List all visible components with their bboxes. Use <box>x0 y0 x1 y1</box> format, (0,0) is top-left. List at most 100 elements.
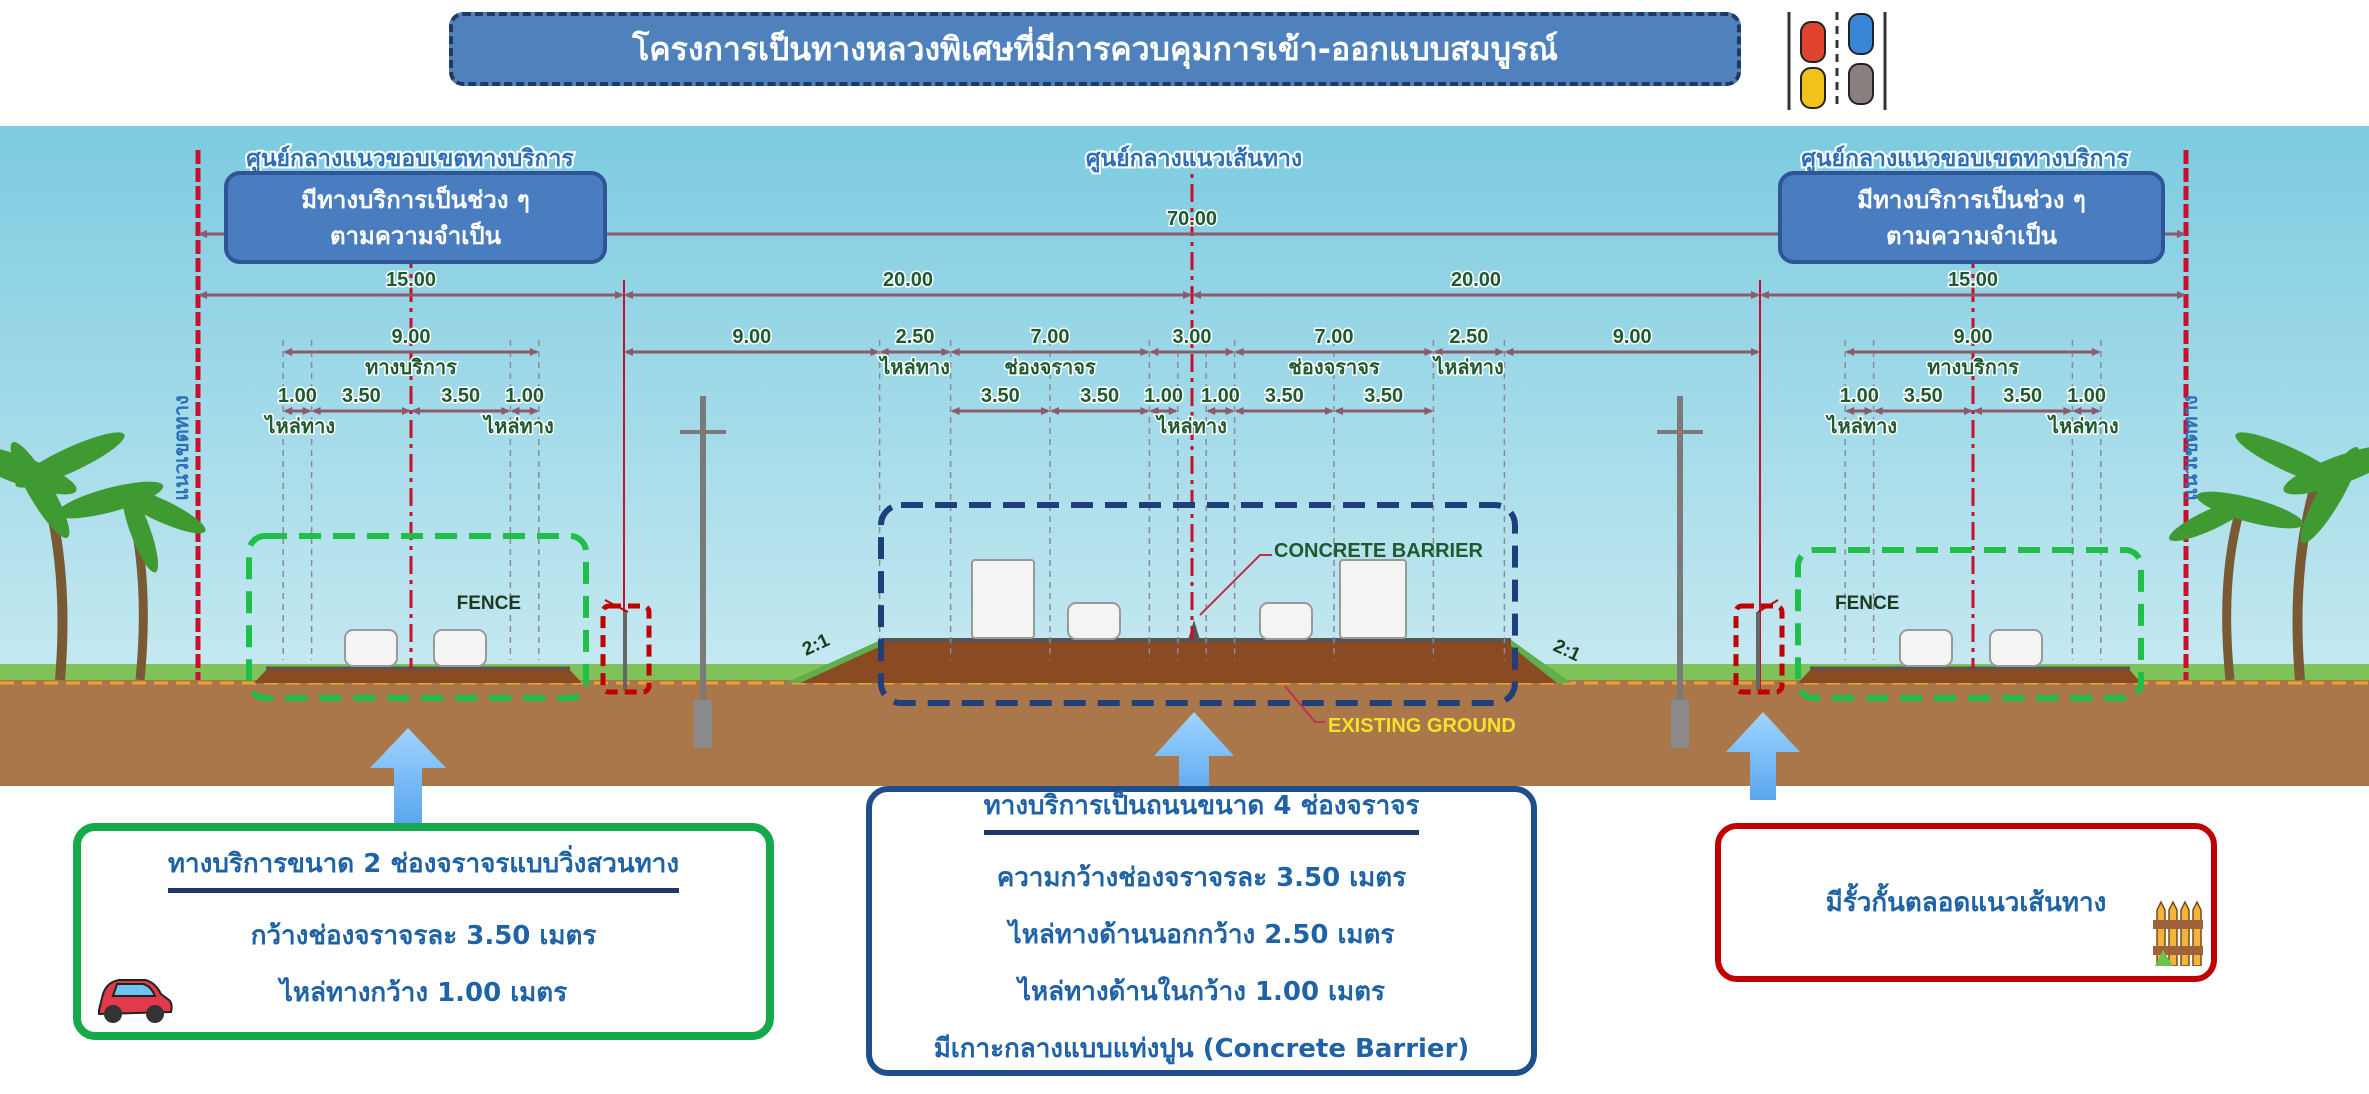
info-line: มีเกาะกลางแบบแท่งปูน (Concrete Barrier) <box>933 1034 1470 1064</box>
info-line: ไหล่ทางกว้าง 1.00 เมตร <box>279 977 568 1008</box>
section-dimension-value: 20.00 <box>1451 269 1501 291</box>
dimension-arrowhead <box>510 407 539 415</box>
right-service-centerline-label: ศูนย์กลางแนวขอบเขตทางบริการ <box>1801 145 2129 173</box>
dimension-label: ทางบริการ <box>365 357 457 379</box>
light-pole-left <box>680 396 726 748</box>
note-line: มีทางบริการเป็นช่วง ๆ <box>301 185 530 214</box>
total-width-dimension-value: 70.00 <box>1167 208 1217 230</box>
lane-dimension-value: 3.50 <box>1364 385 1403 407</box>
car <box>1989 629 2043 667</box>
section-dimension-value: 15.00 <box>1948 269 1998 291</box>
truck <box>971 559 1035 639</box>
lane-dimension-value: 3.50 <box>981 385 1020 407</box>
left-service-centerline-label: ศูนย์กลางแนวขอบเขตทางบริการ <box>246 145 574 173</box>
dimension-label: ไหล่ทาง <box>878 355 950 379</box>
truck <box>1339 559 1407 639</box>
dimension-arrowhead <box>283 407 312 415</box>
arrow-up-icon <box>370 728 446 823</box>
lane-dimension-value: 1.00 <box>1840 385 1879 407</box>
car <box>1899 629 1953 667</box>
right-service-road-embankment <box>1798 668 2141 683</box>
right-of-way-label-right: แนวเขตทาง <box>2180 395 2202 500</box>
info-line: มีรั้วกั้นตลอดแนวเส้นทาง <box>1825 888 2107 918</box>
service-road-info-box: ทางบริการขนาด 2 ช่องจราจรแบบวิ่งสวนทาง ก… <box>73 823 774 1040</box>
dimension-label: ไหล่ทาง <box>1825 414 1897 438</box>
road-centerline-label: ศูนย์กลางแนวเส้นทาง <box>1086 145 1302 173</box>
lane-dimension-value: 3.50 <box>1080 385 1119 407</box>
dimension-label: ไหล่ทาง <box>1432 355 1504 379</box>
main-road-embankment <box>786 640 1571 683</box>
component-dimension-value: 9.00 <box>1954 326 1993 348</box>
note-line: มีทางบริการเป็นช่วง ๆ <box>1857 185 2086 214</box>
dimension-label: ไหล่ทาง <box>2047 414 2119 438</box>
section-dimension-value: 15.00 <box>386 269 436 291</box>
lane-dimension-value: 3.50 <box>1265 385 1304 407</box>
component-dimension-value: 3.00 <box>1173 326 1212 348</box>
main-road-info-box: ทางบริการเป็นถนนขนาด 4 ช่องจราจร ความกว้… <box>866 786 1537 1076</box>
car <box>344 629 398 667</box>
info-line: กว้างช่องจราจรละ 3.50 เมตร <box>250 920 597 951</box>
lane-dimension-value: 3.50 <box>441 385 480 407</box>
note-line: ตามความจำเป็น <box>329 221 502 250</box>
note-line: ตามความจำเป็น <box>1885 221 2058 250</box>
car <box>1067 602 1121 640</box>
lane-dimension-value: 1.00 <box>1144 385 1183 407</box>
lane-dimension-value: 1.00 <box>505 385 544 407</box>
left-service-road-embankment <box>254 668 582 683</box>
dimension-label: ช่องจราจร <box>1004 357 1096 379</box>
dimension-arrowhead <box>2072 407 2101 415</box>
dimension-arrowhead <box>1206 407 1235 415</box>
arrow-up-icon <box>1154 712 1234 800</box>
car <box>433 629 487 667</box>
right-of-way-label-left: แนวเขตทาง <box>171 395 193 500</box>
lane-dimension-value: 1.00 <box>2067 385 2106 407</box>
fence-label-right: FENCE <box>1835 593 1899 614</box>
fence-icon <box>2153 900 2203 966</box>
fence-info-box: มีรั้วกั้นตลอดแนวเส้นทาง <box>1715 823 2217 982</box>
fence-highlight-left <box>600 603 652 695</box>
left-slope-grass <box>786 640 881 683</box>
dimension-label: ไหล่ทาง <box>1155 414 1227 438</box>
service-road-heading: ทางบริการขนาด 2 ช่องจราจรแบบวิ่งสวนทาง <box>167 843 680 893</box>
component-dimension-value: 9.00 <box>1613 326 1652 348</box>
existing-ground-label: EXISTING GROUND <box>1328 715 1516 737</box>
service-road-highlight-left <box>246 533 589 701</box>
left-service-road-note: มีทางบริการเป็นช่วง ๆ ตามความจำเป็น <box>224 171 607 264</box>
lane-dimension-value: 3.50 <box>342 385 381 407</box>
section-dimension-value: 20.00 <box>883 269 933 291</box>
lane-dimension-value: 1.00 <box>278 385 317 407</box>
component-dimension-value: 7.00 <box>1315 326 1354 348</box>
component-dimension-value: 7.00 <box>1031 326 1070 348</box>
palm-tree-left-icon <box>0 432 206 681</box>
component-dimension-value: 9.00 <box>732 326 771 348</box>
lane-dimension-value: 3.50 <box>1904 385 1943 407</box>
service-road-highlight-right <box>1795 547 2144 701</box>
car <box>1259 602 1313 640</box>
right-slope-grass <box>1511 640 1571 683</box>
component-dimension-value: 9.00 <box>392 326 431 348</box>
dimension-arrowhead <box>1149 407 1178 415</box>
red-car-icon <box>98 979 173 1023</box>
lane-dimension-value: 3.50 <box>2003 385 2042 407</box>
info-line: ความกว้างช่องจราจรละ 3.50 เมตร <box>996 863 1407 893</box>
info-line: ไหล่ทางด้านในกว้าง 1.00 เมตร <box>1017 977 1386 1007</box>
dimension-label: ไหล่ทาง <box>482 414 554 438</box>
arrow-up-icon <box>1726 712 1800 800</box>
right-service-road-note: มีทางบริการเป็นช่วง ๆ ตามความจำเป็น <box>1778 171 2165 264</box>
dimension-arrowhead <box>1845 407 1874 415</box>
palm-tree-right-icon <box>2168 432 2369 681</box>
light-pole-right <box>1657 396 1703 748</box>
page-title: โครงการเป็นทางหลวงพิเศษที่มีการควบคุมการ… <box>449 12 1741 86</box>
fence-label-left: FENCE <box>457 593 521 614</box>
component-dimension-value: 2.50 <box>1449 326 1488 348</box>
fence-highlight-right <box>1733 603 1785 695</box>
main-road-heading: ทางบริการเป็นถนนขนาด 4 ช่องจราจร <box>983 785 1420 835</box>
component-dimension-value: 2.50 <box>896 326 935 348</box>
lane-dimension-value: 1.00 <box>1201 385 1240 407</box>
dimension-label: ทางบริการ <box>1927 357 2019 379</box>
dimension-label: ช่องจราจร <box>1288 357 1380 379</box>
concrete-barrier-label: CONCRETE BARRIER <box>1274 540 1483 562</box>
highway-cars-icon <box>1787 12 1887 110</box>
info-line: ไหล่ทางด้านนอกกว้าง 2.50 เมตร <box>1008 920 1395 950</box>
